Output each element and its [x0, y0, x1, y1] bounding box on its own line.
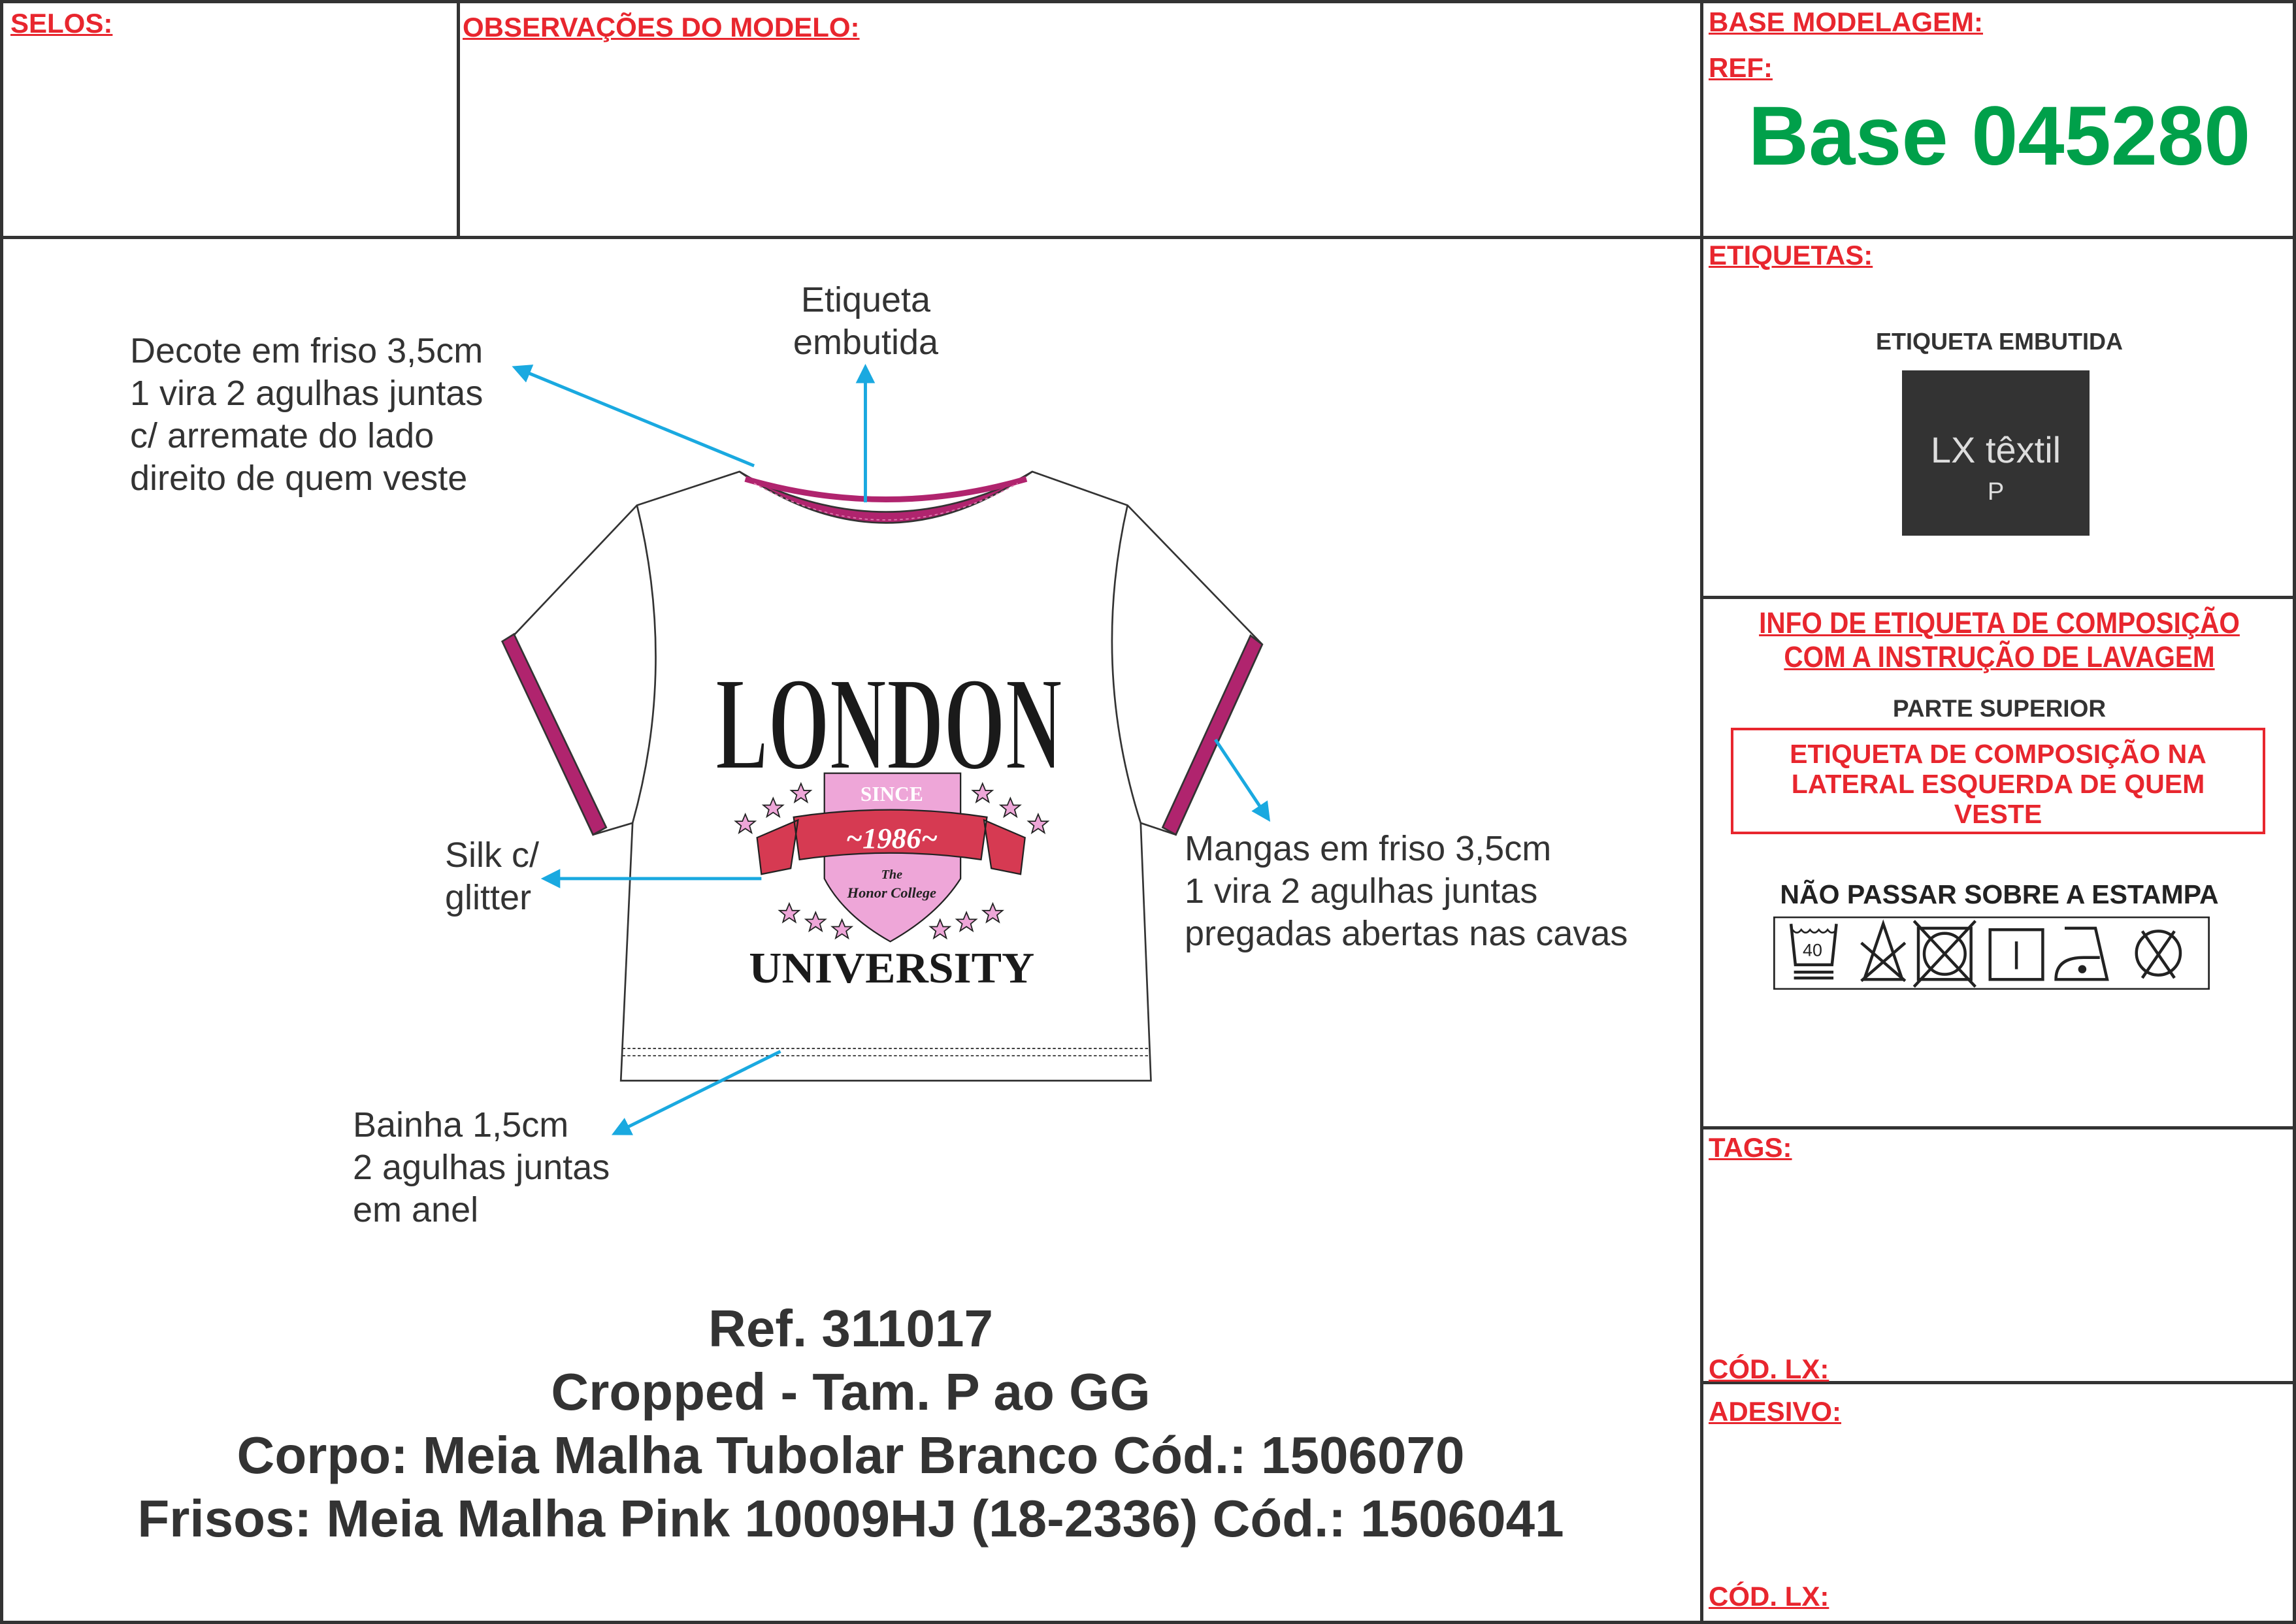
divider-top-row	[0, 236, 2296, 239]
neck-band	[738, 470, 1033, 524]
composicao-title-line2: COM A INSTRUÇÃO DE LAVAGEM	[1784, 640, 2215, 674]
observacoes-header: OBSERVAÇÕES DO MODELO:	[463, 12, 860, 42]
print-college: Honor College	[847, 885, 936, 901]
parte-superior: PARTE SUPERIOR	[1892, 695, 2107, 722]
frame-right	[2293, 0, 2296, 1624]
annotation-decote: Decote em friso 3,5cm 1 vira 2 agulhas j…	[130, 331, 484, 498]
frame-bottom	[0, 1621, 2296, 1624]
banner	[756, 809, 1026, 875]
adesivo-header: ADESIVO:	[1709, 1396, 1842, 1427]
label-brand: LX têxtil	[1930, 429, 2061, 470]
product-corpo: Corpo: Meia Malha Tubolar Branco Cód.: 1…	[237, 1426, 1465, 1484]
tags-header: TAGS:	[1709, 1132, 1792, 1163]
arrow-bainha	[611, 1050, 781, 1135]
no-tumble-dry-icon	[1912, 920, 1976, 988]
ref-value: Base 045280	[1748, 89, 2251, 183]
product-model: Cropped - Tam. P ao GG	[551, 1363, 1151, 1421]
composicao-box: ETIQUETA DE COMPOSIÇÃO NA LATERAL ESQUER…	[1731, 728, 2265, 834]
frame-top	[0, 0, 2296, 3]
divider-selos	[457, 0, 460, 237]
product-description: Ref. 311017 Cropped - Tam. P ao GG Corpo…	[0, 1297, 1701, 1550]
print-the: The	[881, 868, 903, 882]
product-frisos: Frisos: Meia Malha Pink 10009HJ (18-2336…	[137, 1489, 1564, 1548]
divider-tags	[1701, 1126, 2296, 1129]
divider-etiquetas	[1701, 596, 2296, 599]
arrow-decote	[512, 365, 755, 468]
product-ref: Ref. 311017	[708, 1299, 993, 1357]
right-sleeve-band	[1161, 634, 1264, 836]
no-dry-clean-icon	[2135, 930, 2182, 979]
etiquetas-header: ETIQUETAS:	[1709, 240, 1873, 270]
annotation-bainha: Bainha 1,5cm 2 agulhas juntas em anel	[353, 1105, 610, 1229]
box-line1: ETIQUETA DE COMPOSIÇÃO NA	[1790, 739, 2206, 769]
base-modelagem-header: BASE MODELAGEM:	[1709, 7, 1983, 37]
care-symbols: 40	[1773, 917, 2210, 990]
print-since: SINCE	[861, 783, 923, 805]
cod-lx-tags: CÓD. LX:	[1709, 1354, 1829, 1384]
arrow-mangas	[1214, 738, 1271, 822]
ref-header: REF:	[1709, 52, 1773, 83]
annotation-silk: Silk c/ glitter	[445, 836, 540, 917]
etiqueta-title: ETIQUETA EMBUTIDA	[1876, 328, 2123, 355]
annotation-arrows	[512, 363, 1271, 1135]
left-sleeve-band	[500, 632, 608, 836]
box-line2: LATERAL ESQUERDA DE QUEM	[1791, 769, 2205, 799]
annotation-mangas: Mangas em friso 3,5cm 1 vira 2 agulhas j…	[1185, 829, 1628, 953]
composicao-title-line1: INFO DE ETIQUETA DE COMPOSIÇÃO	[1759, 606, 2240, 640]
label-size: P	[1987, 478, 2005, 506]
frame-left	[0, 0, 3, 1624]
iron-icon	[2054, 926, 2109, 981]
no-bleach-icon	[1860, 919, 1907, 983]
print-artwork: LONDON SINCE ~1986~ The Honor College UN…	[714, 649, 1063, 993]
wash-40-icon: 40	[1789, 923, 1838, 980]
etiqueta-label-image: LX têxtil P	[1902, 370, 2090, 536]
selos-header: SELOS:	[10, 8, 113, 39]
annotation-etiqueta: Etiqueta embutida	[793, 280, 939, 362]
divider-adesivo	[1701, 1381, 2296, 1384]
divider-right-column	[1700, 0, 1703, 1624]
print-university: UNIVERSITY	[749, 943, 1034, 992]
print-year: ~1986~	[845, 822, 938, 854]
composicao-title: INFO DE ETIQUETA DE COMPOSIÇÃO COM A INS…	[1702, 606, 2296, 674]
warning-text: NÃO PASSAR SOBRE A ESTAMPA	[1780, 879, 2219, 909]
wash-temp: 40	[1803, 940, 1822, 960]
line-dry-icon	[1988, 928, 2044, 981]
box-line3: VESTE	[1954, 799, 2042, 829]
cod-lx-adesivo: CÓD. LX:	[1709, 1581, 1829, 1612]
